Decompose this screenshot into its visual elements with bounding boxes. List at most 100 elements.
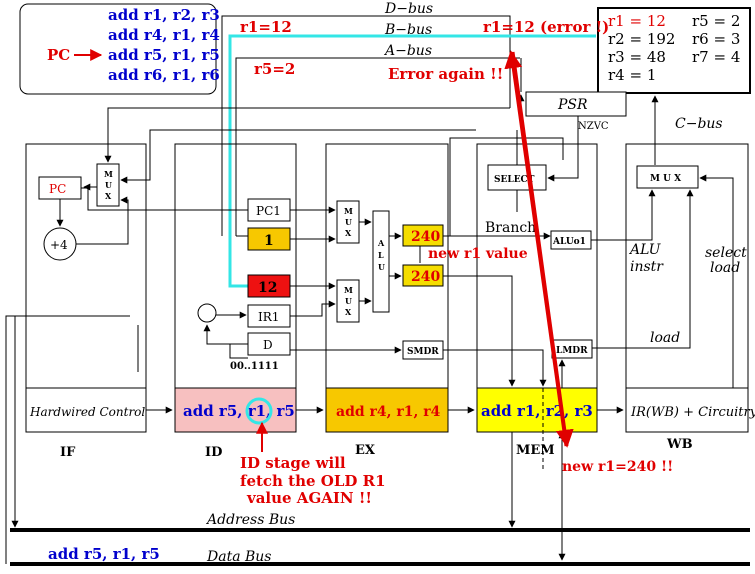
d-range-line — [229, 344, 248, 359]
d-bus-value: r1=12 — [240, 18, 292, 36]
lmdr-to-wb-mux-arrow — [592, 189, 694, 349]
c-bus-label: C−bus — [675, 116, 723, 132]
alu-label: L — [378, 250, 384, 260]
ex-mux-top-label: X — [345, 228, 352, 238]
alu-unit — [372, 210, 390, 313]
imm-value: 1 — [264, 233, 274, 249]
psr-label: PSR — [557, 97, 588, 113]
id-content-part: , r5 — [266, 402, 295, 420]
select-load-label: select — [705, 245, 747, 261]
if-stage-name: IF — [60, 445, 76, 460]
pc1-label: PC1 — [256, 204, 281, 218]
ex-content-box — [325, 387, 449, 433]
if-stage-content: Hardwired Control — [29, 405, 145, 419]
branch-target-to-mux-arrow — [104, 107, 510, 163]
id-content-box — [174, 387, 297, 433]
d-range-label: 00..1111 — [230, 361, 279, 372]
alu-label: A — [377, 238, 385, 248]
decode-node — [197, 303, 217, 323]
register-r7: r7 = 4 — [692, 48, 740, 66]
register-r4: r4 = 1 — [608, 66, 656, 84]
if-mux-label: M — [104, 169, 113, 179]
register-r1: r1 = 12 — [608, 12, 666, 30]
branch-label: Branch — [485, 220, 536, 236]
id-content-r1: r1 — [248, 402, 266, 420]
program-line: add r5, r1, r5 — [108, 46, 220, 64]
pc-to-pc1-line — [81, 187, 262, 211]
d-feedback-arrow — [203, 324, 248, 345]
data-bus-instruction: add r5, r1, r5 — [48, 545, 160, 563]
register-r2: r2 = 192 — [608, 30, 675, 48]
alu-instr-label: instr — [630, 259, 664, 275]
new-r1-240-label: new r1=240 !! — [562, 459, 673, 475]
d-label: D — [263, 338, 273, 352]
mem-content-box — [476, 387, 598, 433]
mem-stage-name: MEM — [516, 443, 555, 458]
wb-mux — [636, 165, 699, 189]
mem-stage-content: add r1, r2, r3 — [481, 402, 593, 420]
new-r1-value-label: new r1 value — [428, 246, 528, 262]
register-file-box — [597, 7, 751, 94]
data-bus-label: Data Bus — [206, 549, 271, 565]
psr-flags: NZVC — [578, 121, 609, 132]
ex-out-to-mem-arrow — [443, 275, 516, 387]
error-arrow-down — [511, 51, 574, 448]
program-listing-box — [19, 3, 217, 95]
id-warning-line: ID stage will — [240, 454, 346, 472]
ex-stage-name: EX — [355, 443, 376, 458]
if-mux-label: U — [105, 180, 112, 190]
select-load-label: load — [710, 260, 740, 276]
pc-register-label: PC — [49, 182, 66, 196]
ex-mux-top-label: U — [345, 217, 352, 227]
load-label: load — [650, 330, 680, 346]
b-bus-label: B−bus — [384, 22, 432, 38]
program-line: add r1, r2, r3 — [108, 6, 220, 24]
id-content-part: add r5, — [183, 402, 248, 420]
if-mux — [96, 163, 120, 207]
register-r6: r6 = 3 — [692, 30, 740, 48]
id-stage-name: ID — [205, 445, 222, 460]
b-bus-value: r1=12 (error !) — [483, 18, 609, 36]
ex-out-value-top: 240 — [411, 229, 440, 245]
b-operand-value: 12 — [258, 280, 277, 296]
ex-mux-bottom-label: M — [344, 285, 353, 295]
ex-out-value-bottom: 240 — [411, 269, 440, 285]
wb-content-box — [625, 387, 749, 433]
smdr-label: SMDR — [407, 347, 439, 357]
if-to-data-bus-line — [5, 315, 130, 564]
a-bus-line — [235, 57, 520, 236]
ex-stage-content: add r4, r1, r4 — [336, 404, 441, 420]
a-bus-label: A−bus — [383, 43, 432, 59]
aluo1-feedback-arrow — [120, 129, 476, 184]
register-r3: r3 = 48 — [608, 48, 666, 66]
lmdr-label: LMDR — [556, 346, 588, 356]
address-bus-label: Address Bus — [205, 512, 295, 528]
ex-mux-bottom-label: X — [345, 307, 352, 317]
select-label: SELECT — [494, 175, 535, 185]
id-stage-content: add r5, r1, r5 — [183, 402, 295, 420]
smdr-to-mem-arrow — [443, 349, 547, 387]
id-warning-line: value AGAIN !! — [246, 489, 372, 507]
wb-mux-label: M U X — [650, 174, 681, 184]
program-line: add r4, r1, r4 — [108, 26, 220, 44]
alu-instr-label: ALU — [628, 242, 662, 258]
wb-select-arrow — [699, 174, 734, 388]
wb-stage-name: WB — [666, 437, 693, 452]
if-content-box — [25, 387, 147, 433]
ex-mux-bottom-label: U — [345, 296, 352, 306]
register-r5: r5 = 2 — [692, 12, 740, 30]
ir1-label: IR1 — [258, 310, 279, 324]
psr-box — [525, 91, 627, 117]
ex-mux-top-label: M — [344, 206, 353, 216]
a-bus-value: r5=2 — [254, 60, 295, 78]
plus4-label: +4 — [50, 238, 68, 252]
error-again-label: Error again !! — [388, 65, 503, 83]
d-bus-label: D−bus — [384, 1, 433, 17]
pc-pointer-label: PC — [47, 46, 70, 64]
alu-label: U — [378, 262, 385, 272]
if-mux-label: X — [105, 191, 112, 201]
wb-stage-content: IR(WB) + Circuitry — [630, 405, 755, 420]
id-warning-line: fetch the OLD R1 — [240, 472, 386, 490]
